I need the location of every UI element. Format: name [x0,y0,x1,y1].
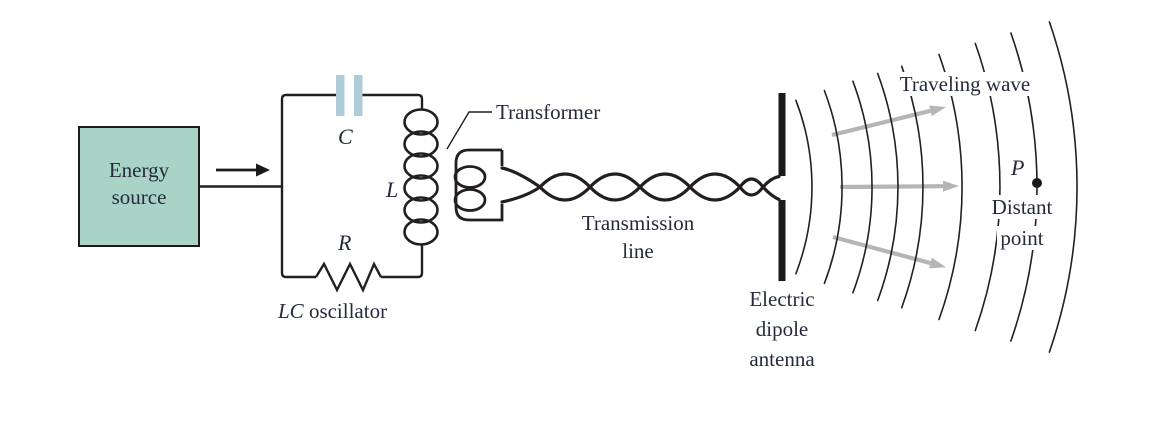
resistor-label: R [338,230,352,255]
wavefront-arc-3 [852,80,873,294]
lc-oscillator-caption-italic: LC [278,299,304,323]
transmission-line-braid [500,166,781,204]
dipole-antenna-label: Electric dipole antenna [732,284,832,374]
transmission-wire-b [500,172,781,204]
inductor-coil [403,108,439,246]
circuit-wire-top-right [362,93,424,110]
capacitor-plate-left [336,75,345,116]
transmission-line-label-line2: line [622,239,654,263]
circuit-wire-left [280,93,336,279]
capacitor-plate-right [354,75,363,116]
dipole-antenna-label-line1: Electric [749,287,815,311]
inductor-loop [403,174,439,202]
wave-direction-arrow-bottom-head [929,257,946,269]
distant-point-label: Distant point [972,192,1072,254]
dipole-antenna-label-line2: dipole [755,317,809,341]
secondary-loop [453,188,487,212]
capacitor-label: C [338,124,353,149]
traveling-wave-label-text: Traveling wave [896,72,1034,96]
point-p-dot [1032,178,1042,188]
dipole-antenna-label-line3: antenna [749,347,815,371]
wave-direction-arrow-middle [839,184,944,190]
inductor-loop [403,130,439,158]
circuit-wire-bottom-right [381,244,424,279]
dipole-antenna [778,93,786,281]
energy-flow-arrow-head [256,163,270,177]
energy-source-box: Energy source [78,126,200,247]
inductor-label: L [386,177,399,202]
transmission-wire-a [500,166,781,202]
energy-flow-arrow [216,163,270,177]
wave-direction-arrow-top-head [929,105,946,117]
resistor-zigzag [314,261,383,293]
transformer-pointer-line [446,111,492,150]
secondary-outline [454,148,504,222]
distant-point-label-line2: point [997,226,1047,250]
energy-source-label-line2: source [111,184,167,209]
inductor-loop [403,196,439,224]
traveling-wave-label: Traveling wave [880,72,1050,97]
distant-point-label-line1: Distant [988,195,1056,219]
point-p-label: P [1011,155,1025,180]
transmission-line-label-line1: Transmission [581,211,695,235]
wave-direction-arrow-bottom [832,234,932,266]
dipole-antenna-bar-top [778,93,786,176]
wavefront-arc-9 [1048,21,1078,353]
inductor-loop [403,108,439,136]
capacitor-plates [336,75,363,116]
lc-oscillator-caption-rest: oscillator [308,299,388,323]
wavefront-arc-4 [876,72,899,302]
secondary-loop [453,165,487,189]
inductor-loop [403,218,439,246]
transformer-secondary-coil [453,148,504,222]
transmission-line-label: Transmission line [563,209,713,265]
inductor-loop [403,152,439,180]
wave-direction-arrow-middle-head [943,180,959,192]
transformer-label: Transformer [496,100,601,124]
energy-source-label-line1: Energy [108,157,170,182]
wavefront-arc-1 [795,99,813,275]
wavefront-arc-2 [823,89,843,285]
dipole-antenna-bar-bottom [778,200,786,281]
wave-direction-arrow-top [831,108,932,138]
